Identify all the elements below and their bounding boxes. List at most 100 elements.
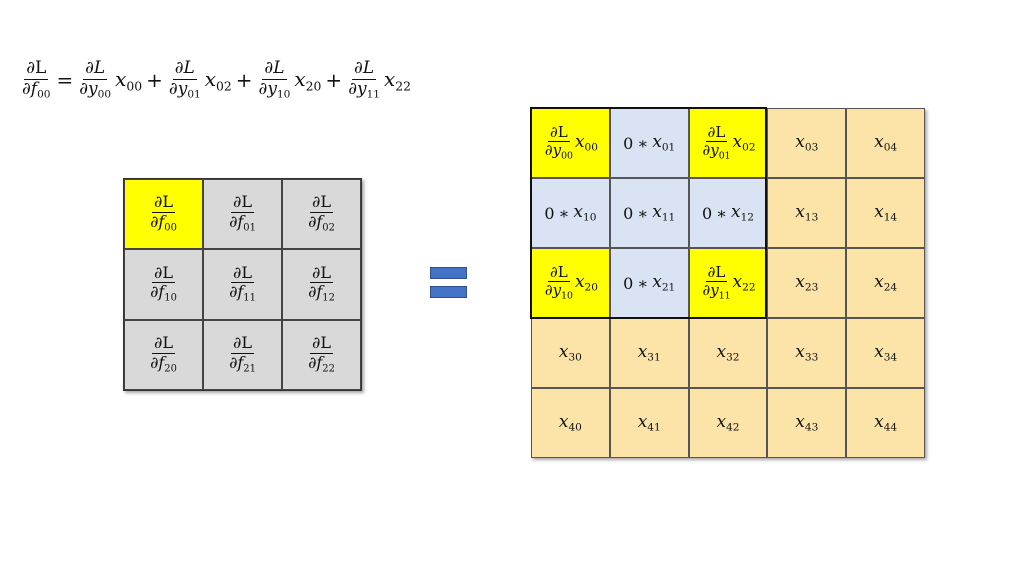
x-symbol: x21	[652, 272, 676, 294]
input-cell-40: x40	[531, 388, 610, 458]
x-symbol: x33	[795, 342, 819, 364]
gradient-fraction: ∂L∂y01	[700, 122, 732, 162]
term-fraction: ∂L ∂y01	[168, 57, 201, 101]
lhs-fraction: ∂L ∂f00	[20, 57, 53, 101]
term-x: x22	[384, 66, 412, 94]
zero-value: 0	[623, 273, 634, 293]
grad-cell-21: ∂L∂f21	[203, 319, 282, 390]
input-cell-23: x23	[767, 248, 847, 318]
fraction-numerator: ∂L	[548, 122, 570, 143]
fraction-denominator: ∂f22	[308, 352, 335, 375]
fraction-denominator: ∂f21	[229, 352, 256, 375]
grad-cell-22: ∂L∂f22	[282, 319, 361, 390]
input-cell-12: 0∗x12	[688, 178, 768, 248]
term-fraction: ∂L ∂y10	[258, 57, 291, 101]
fraction-denominator: ∂f12	[308, 282, 335, 304]
term-x: x00	[115, 66, 143, 94]
times-operator: ∗	[637, 133, 649, 153]
plus-operator: +	[146, 68, 163, 92]
fraction-numerator: ∂L	[310, 262, 333, 284]
x-symbol: x11	[652, 202, 676, 224]
grad-cell-02: ∂L∂f02	[282, 179, 361, 250]
equals-bar-top	[430, 267, 467, 279]
fraction-numerator: ∂L	[231, 332, 254, 354]
input-cell-44: x44	[846, 388, 925, 458]
x-symbol: x40	[558, 412, 582, 434]
fraction-denominator: ∂y01	[702, 141, 731, 162]
fraction-numerator: ∂L	[548, 262, 570, 283]
grad-cell-01: ∂L∂f01	[203, 179, 282, 250]
x-symbol: x03	[795, 132, 819, 154]
grad-cell-20: ∂L∂f20	[124, 319, 203, 390]
grad-cell-00: ∂L∂f00	[124, 179, 203, 250]
term-x: x20	[294, 66, 322, 94]
fraction-denominator: ∂f11	[229, 282, 256, 304]
input-cell-03: x03	[767, 108, 847, 178]
x-symbol: x44	[874, 412, 898, 434]
x-symbol: x00	[574, 132, 598, 154]
fraction-numerator: ∂L	[152, 262, 175, 284]
equals-bar-bottom	[430, 286, 467, 298]
zero-value: 0	[623, 203, 634, 223]
x-symbol: x20	[574, 272, 598, 294]
grad-cell-10: ∂L∂f10	[124, 249, 203, 320]
gradient-fraction: ∂L∂f21	[227, 332, 258, 375]
input-cell-01: 0∗x01	[609, 108, 689, 178]
fraction-numerator: ∂L	[310, 192, 333, 214]
gradient-fraction: ∂L∂f12	[306, 262, 337, 305]
input-cell-33: x33	[767, 318, 847, 388]
term-fraction: ∂L ∂y11	[348, 57, 380, 101]
fraction-numerator: ∂L	[705, 122, 728, 143]
input-cell-10: 0∗x10	[531, 178, 610, 248]
x-symbol: x02	[732, 132, 756, 154]
lhs-numerator: ∂L	[24, 57, 49, 80]
times-operator: ∗	[558, 203, 570, 223]
fraction-denominator: ∂y11	[702, 281, 731, 302]
input-cell-21: 0∗x21	[609, 248, 689, 318]
fraction-denominator: ∂y10	[544, 281, 573, 302]
zero-value: 0	[701, 203, 713, 223]
times-operator: ∗	[637, 203, 649, 223]
x-symbol: x23	[795, 272, 819, 294]
times-operator: ∗	[716, 203, 728, 223]
term-x: x02	[204, 66, 232, 94]
input-cell-32: x32	[688, 318, 768, 388]
input-cell-13: x13	[767, 178, 847, 248]
x-symbol: x10	[573, 202, 597, 224]
input-cell-04: x04	[846, 108, 925, 178]
x-symbol: x24	[874, 272, 898, 294]
equals-sign-icon	[430, 267, 467, 299]
x-symbol: x01	[652, 132, 676, 154]
fraction-denominator: ∂f20	[150, 352, 177, 375]
zero-value: 0	[544, 203, 555, 223]
x-symbol: x14	[874, 202, 898, 224]
grad-cell-12: ∂L∂f12	[282, 249, 361, 320]
input-cell-34: x34	[846, 318, 925, 388]
fraction-denominator: ∂f10	[150, 282, 177, 304]
fraction-numerator: ∂L	[152, 332, 175, 354]
x-symbol: x41	[637, 412, 661, 434]
x-symbol: x43	[795, 412, 819, 434]
x-symbol: x22	[732, 272, 756, 294]
input-cell-24: x24	[846, 248, 925, 318]
lhs-denominator: ∂f00	[22, 78, 51, 101]
fraction-numerator: ∂L	[705, 262, 728, 283]
input-cell-14: x14	[846, 178, 925, 248]
x-symbol: x12	[731, 202, 755, 224]
x-symbol: x13	[795, 202, 819, 224]
x-symbol: x31	[637, 342, 661, 364]
fraction-numerator: ∂L	[231, 192, 254, 214]
gradient-fraction: ∂L∂f10	[148, 262, 179, 305]
zero-value: 0	[623, 133, 634, 153]
gradient-fraction: ∂L∂y00	[543, 122, 575, 162]
plus-operator: +	[235, 68, 253, 92]
gradient-fraction: ∂L∂f22	[306, 334, 337, 375]
x-symbol: x42	[716, 412, 740, 434]
gradient-fraction: ∂L∂f00	[148, 194, 179, 234]
input-cell-43: x43	[767, 388, 847, 458]
x-symbol: x32	[716, 342, 740, 364]
